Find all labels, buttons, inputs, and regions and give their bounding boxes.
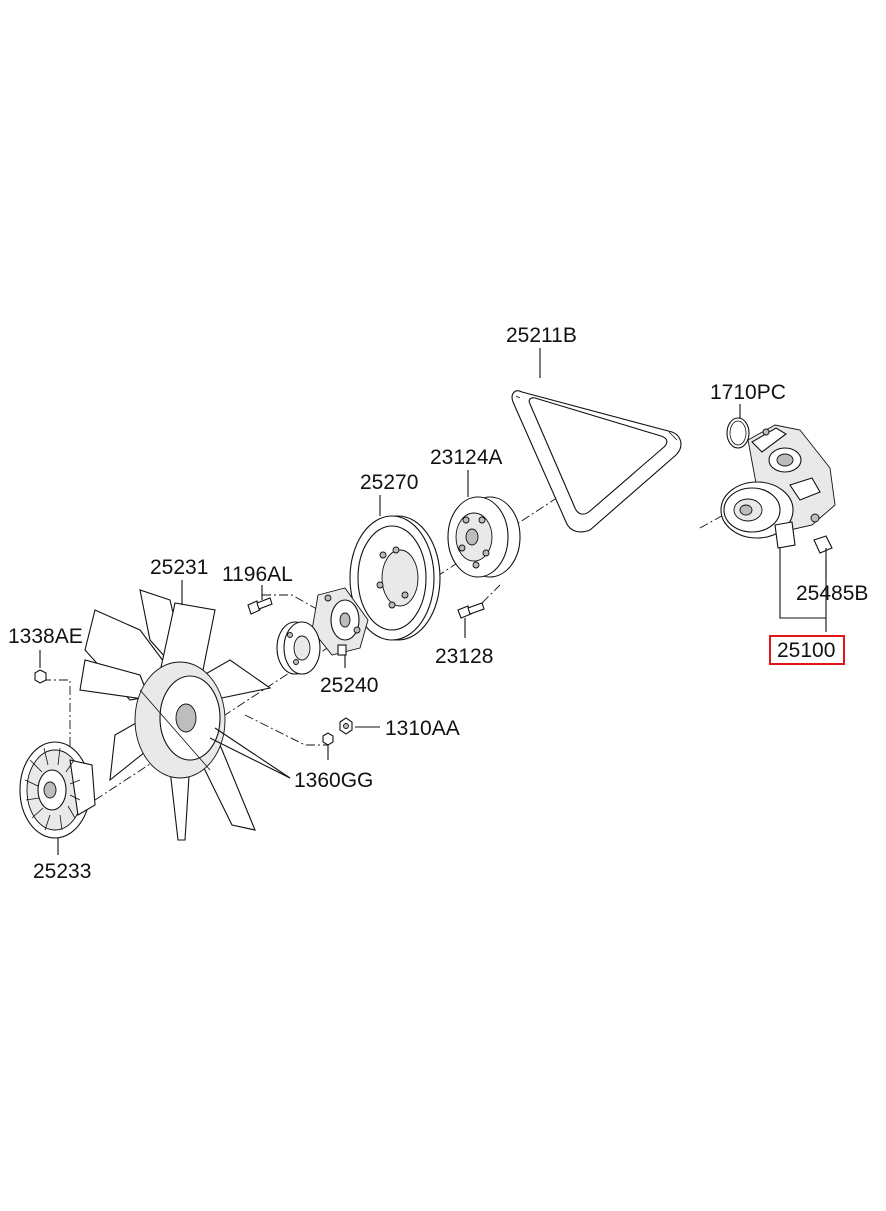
- gasket-1710PC[interactable]: [726, 417, 750, 449]
- highlight-box-25100: [769, 635, 845, 665]
- label-25485B[interactable]: 25485B: [796, 582, 868, 605]
- bolt-1196AL[interactable]: [247, 597, 273, 615]
- leader-25100: [779, 548, 827, 632]
- leader-1360GG-b: [214, 727, 291, 779]
- hub-spacer-25240[interactable]: [276, 587, 369, 675]
- label-1196AL[interactable]: 1196AL: [222, 563, 293, 586]
- leader-1360GG-a: [209, 737, 291, 779]
- label-23128[interactable]: 23128: [435, 645, 493, 668]
- temp-sensor-25485B[interactable]: [813, 535, 833, 580]
- label-25270[interactable]: 25270: [360, 471, 418, 494]
- v-belt-25211B[interactable]: [511, 390, 682, 533]
- fan-clutch-25233[interactable]: [19, 741, 96, 839]
- label-1710PC[interactable]: 1710PC: [710, 381, 786, 404]
- pulley-23124A[interactable]: [447, 496, 521, 578]
- pulley-25270[interactable]: [349, 515, 441, 641]
- nut-1310AA[interactable]: [322, 717, 353, 746]
- water-pump-25100[interactable]: [720, 424, 836, 549]
- cooling-fan-25231[interactable]: [79, 589, 272, 841]
- nut-1338AE[interactable]: [34, 669, 47, 684]
- bolt-23128[interactable]: [457, 602, 485, 619]
- label-25240[interactable]: 25240: [320, 674, 378, 697]
- label-25211B[interactable]: 25211B: [506, 324, 577, 347]
- label-1310AA[interactable]: 1310AA: [385, 717, 460, 740]
- label-1360GG[interactable]: 1360GG: [294, 769, 373, 792]
- label-25233[interactable]: 25233: [33, 860, 91, 883]
- label-23124A[interactable]: 23124A: [430, 446, 502, 469]
- label-25100[interactable]: 25100: [777, 639, 835, 662]
- label-25231[interactable]: 25231: [150, 556, 208, 579]
- label-1338AE[interactable]: 1338AE: [8, 625, 83, 648]
